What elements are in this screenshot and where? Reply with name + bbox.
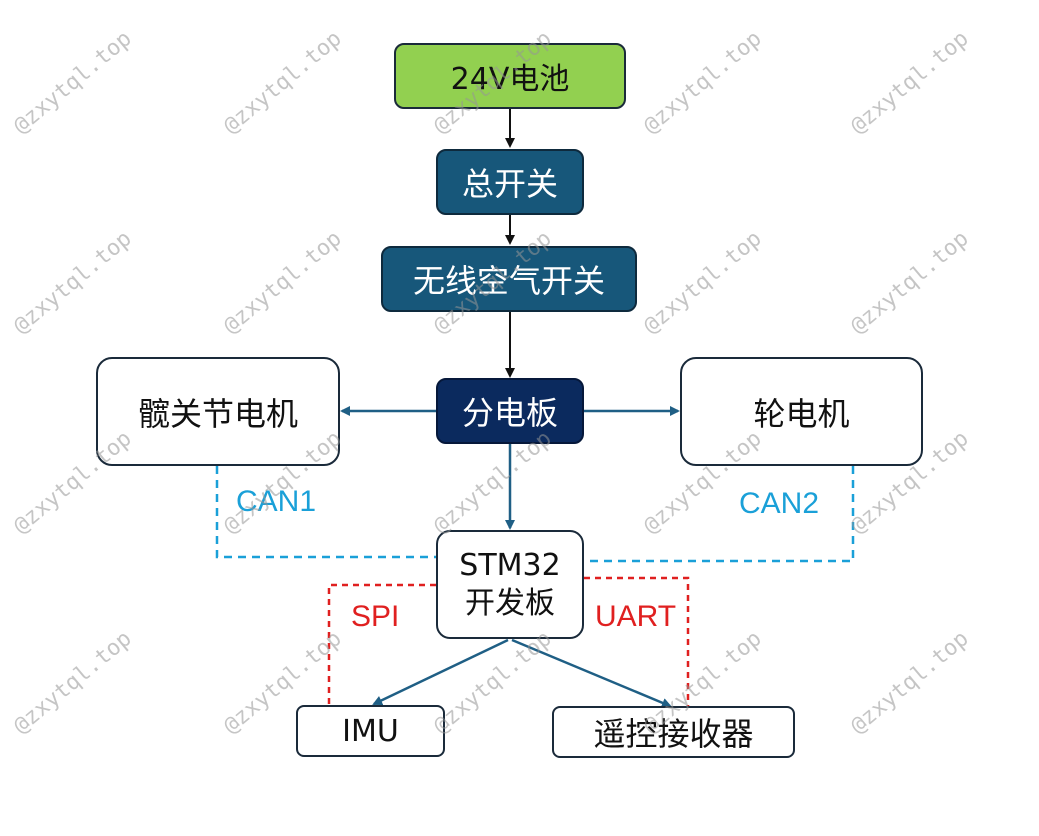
battery-label: 24V电池 [450, 62, 570, 97]
imu-box: IMU [296, 705, 445, 757]
wheel-motor-label: 轮电机 [753, 394, 850, 433]
battery-box: 24V电池 [394, 43, 626, 109]
can1-label: CAN1 [236, 485, 317, 518]
spi-label: SPI [351, 600, 400, 633]
distribution-board-box: 分电板 [436, 378, 584, 444]
hip-motor-box: 髋关节电机 [96, 357, 340, 466]
imu-label: IMU [342, 713, 399, 749]
can2-label: CAN2 [739, 487, 820, 520]
can1-bus-line [215, 466, 436, 559]
uart-line [584, 576, 690, 706]
stm32-label-line1: STM32 [459, 548, 561, 583]
receiver-box: 遥控接收器 [552, 706, 795, 758]
receiver-label: 遥控接收器 [593, 715, 754, 753]
spi-line [327, 583, 436, 705]
can2-bus-line [584, 466, 855, 563]
arrow-stm32-to-imu [372, 638, 509, 706]
wireless-switch-box: 无线空气开关 [381, 246, 637, 312]
distribution-board-label: 分电板 [461, 394, 558, 432]
hip-motor-label: 髋关节电机 [137, 394, 298, 433]
uart-label: UART [595, 600, 677, 633]
arrow-stm32-to-receiver [511, 638, 672, 708]
stm32-label-line2: 开发板 [465, 585, 555, 621]
wheel-motor-box: 轮电机 [680, 357, 923, 466]
stm32-board-box: STM32 开发板 [436, 530, 584, 639]
main-switch-box: 总开关 [436, 149, 584, 215]
wireless-switch-label: 无线空气开关 [412, 262, 605, 300]
main-switch-label: 总开关 [461, 165, 558, 203]
